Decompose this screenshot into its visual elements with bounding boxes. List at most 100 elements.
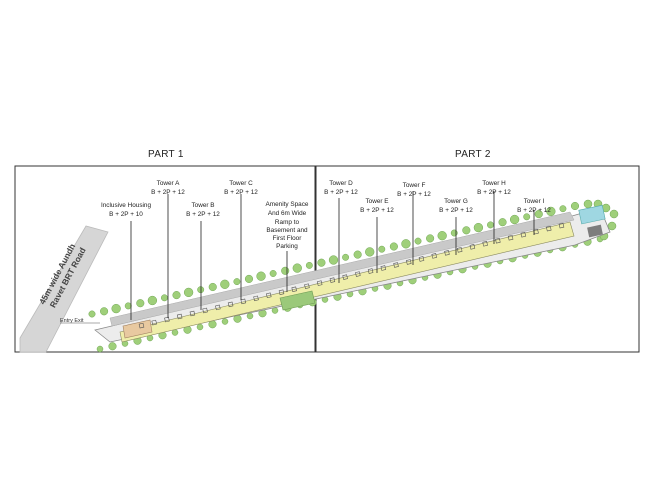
tree-icon xyxy=(161,294,168,302)
tree-icon xyxy=(414,237,422,245)
tree-icon xyxy=(509,214,520,225)
tree-icon xyxy=(96,345,104,353)
leader-lines xyxy=(130,191,535,320)
tree-icon xyxy=(546,206,556,217)
tree-icon xyxy=(233,278,241,286)
part-2-title: PART 2 xyxy=(455,149,491,160)
tower-core xyxy=(495,237,501,244)
label-amenity-3: Ramp to xyxy=(275,219,300,226)
tower-core xyxy=(291,286,297,292)
tower-core xyxy=(520,231,527,238)
tree-icon xyxy=(269,270,277,277)
tree-icon xyxy=(111,303,121,314)
tower-cores xyxy=(138,222,565,329)
part-2-frame xyxy=(315,165,640,353)
tower-core xyxy=(329,277,336,283)
tree-icon xyxy=(342,253,350,261)
tower-core xyxy=(202,307,208,314)
label-amenity-2: And 6m Wide xyxy=(268,210,307,217)
label-tower-f-name: Tower F xyxy=(403,182,426,189)
tree-icon xyxy=(487,221,494,229)
tree-icon xyxy=(365,247,375,257)
tree-icon xyxy=(136,299,145,308)
tower-core xyxy=(444,250,450,256)
tower-core xyxy=(393,262,399,268)
label-tower-g-name: Tower G xyxy=(444,198,468,205)
tree-icon xyxy=(450,229,458,237)
tree-icon xyxy=(473,222,484,233)
tree-icon xyxy=(88,310,96,318)
tower-core xyxy=(253,295,259,302)
tree-icon xyxy=(559,205,567,213)
tower-core xyxy=(469,244,476,250)
label-tower-d-spec: B + 2P + 12 xyxy=(324,189,358,196)
tree-icon xyxy=(328,255,339,265)
tree-icon xyxy=(583,199,593,209)
tower-core xyxy=(380,265,387,271)
tower-core xyxy=(431,253,437,259)
tree-icon xyxy=(570,201,580,211)
tower-core xyxy=(558,222,565,229)
tree-icon xyxy=(100,307,109,316)
tree-icon xyxy=(124,302,132,310)
label-tower-a-spec: B + 2P + 12 xyxy=(151,189,185,196)
tree-icon xyxy=(256,271,266,281)
tower-core xyxy=(151,319,157,326)
driveway xyxy=(109,211,575,327)
tree-icon xyxy=(607,221,617,231)
tower-core xyxy=(367,268,374,274)
label-tower-e-name: Tower E xyxy=(365,198,388,205)
tower-core xyxy=(304,283,310,289)
label-tower-d-name: Tower D xyxy=(329,180,353,187)
entry-exit-label: Entry Exit xyxy=(60,318,84,324)
label-tower-c-spec: B + 2P + 12 xyxy=(224,189,258,196)
part-1-title: PART 1 xyxy=(148,149,184,160)
tree-icon xyxy=(426,234,435,243)
tower-core xyxy=(240,298,247,305)
tower-core xyxy=(138,322,145,329)
tower-core xyxy=(406,259,412,265)
label-tower-i-name: Tower I xyxy=(524,198,545,205)
label-tower-h-spec: B + 2P + 12 xyxy=(477,189,511,196)
tower-core xyxy=(227,301,234,308)
tree-icon xyxy=(534,210,543,219)
tree-icon xyxy=(208,282,217,292)
label-tower-h-name: Tower H xyxy=(482,180,506,187)
label-tower-b-name: Tower B xyxy=(191,202,214,209)
tree-icon xyxy=(183,287,194,298)
tower-core xyxy=(507,234,514,241)
tower-core xyxy=(482,241,488,247)
tree-icon xyxy=(147,295,158,306)
building-strip xyxy=(119,221,575,343)
part-1-frame xyxy=(14,165,316,353)
tower-core xyxy=(456,247,463,253)
label-tower-c-name: Tower C xyxy=(229,180,253,187)
label-tower-g-spec: B + 2P + 12 xyxy=(439,207,473,214)
amenity-space xyxy=(279,290,316,311)
tower-core xyxy=(215,304,221,311)
tower-core xyxy=(546,225,552,232)
brt-road xyxy=(19,225,109,353)
label-amenity-4: Basement and xyxy=(266,227,308,234)
tree-icon xyxy=(437,231,447,241)
tree-icon xyxy=(171,329,179,336)
tower-core xyxy=(176,313,183,320)
tree-icon xyxy=(498,218,507,227)
label-amenity-6: Parking xyxy=(276,243,298,250)
tower-core xyxy=(316,280,323,286)
club-house xyxy=(587,224,603,238)
tree-icon xyxy=(378,245,386,253)
pool xyxy=(578,204,606,225)
tower-core xyxy=(355,271,361,277)
label-tower-i-spec: B + 2P + 12 xyxy=(517,207,551,214)
tree-icon xyxy=(108,342,117,351)
tree-icon xyxy=(401,239,411,249)
label-tower-e-spec: B + 2P + 12 xyxy=(360,207,394,214)
tower-core xyxy=(164,316,170,323)
label-inclusive-spec: B + 2P + 10 xyxy=(109,211,143,218)
tree-icon xyxy=(523,213,531,221)
tower-core xyxy=(418,256,425,262)
tree-icon xyxy=(244,274,254,283)
tree-icon xyxy=(353,250,362,259)
